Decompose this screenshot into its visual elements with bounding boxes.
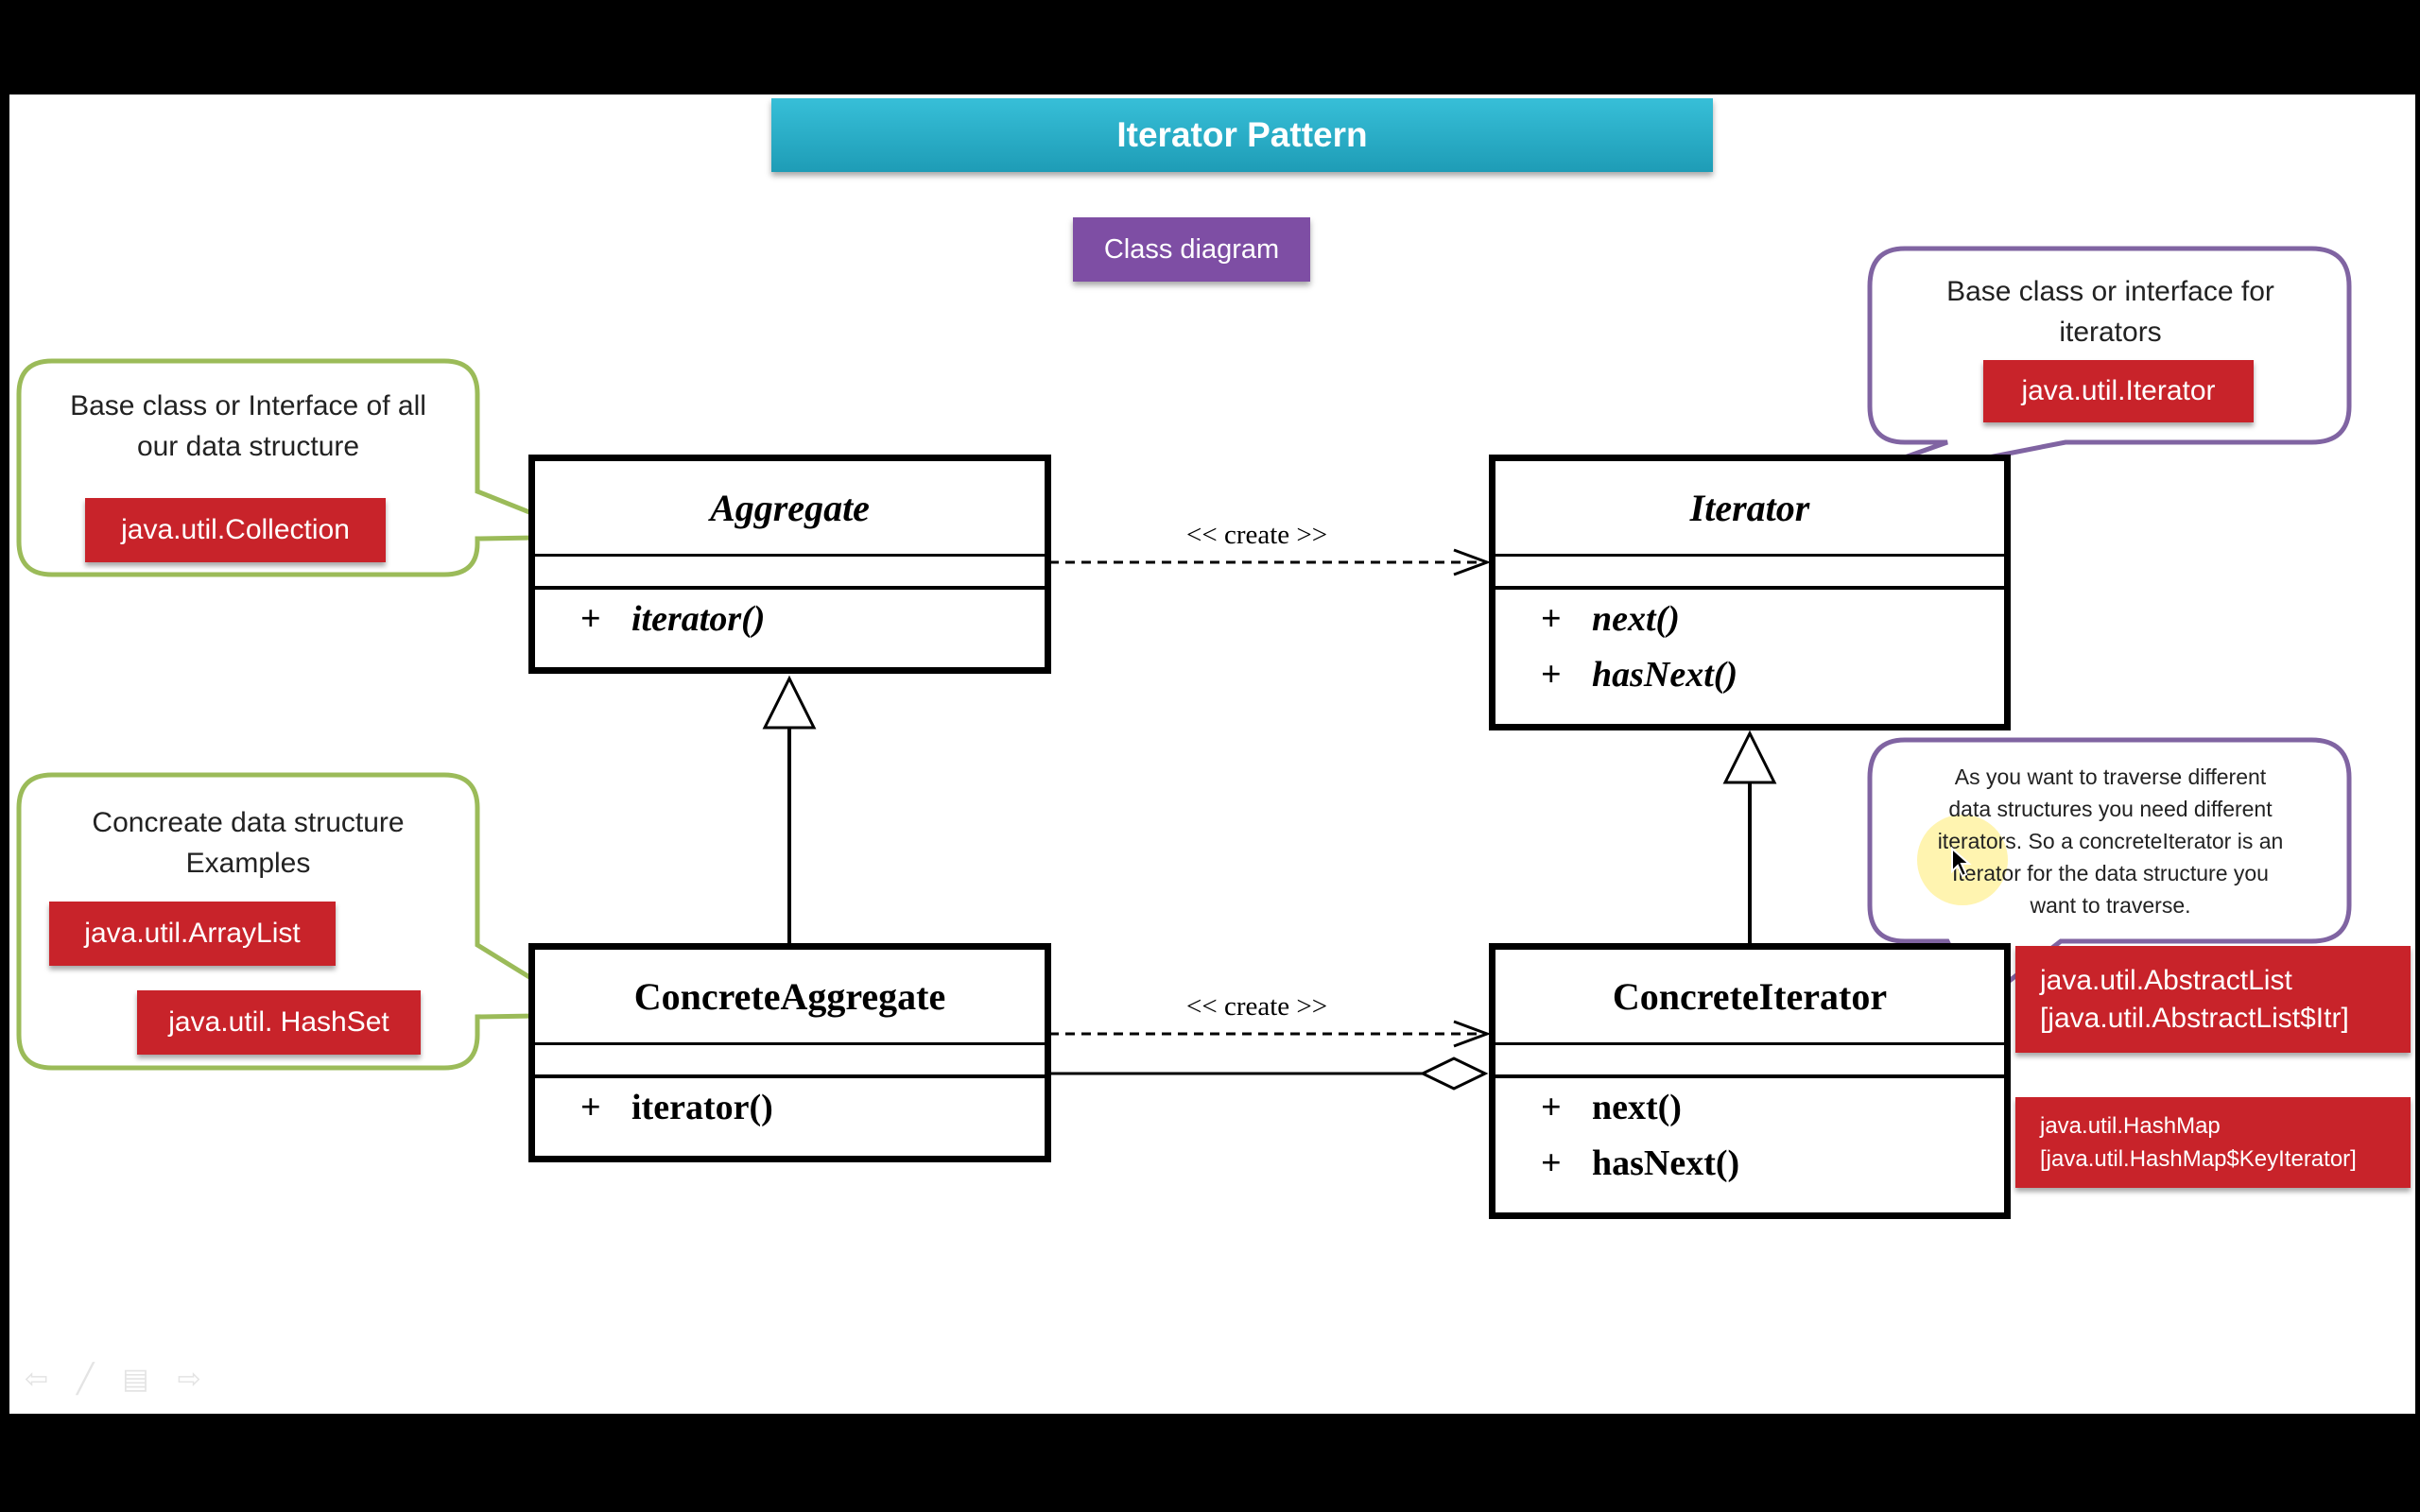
method-name: hasNext(): [1592, 1143, 1740, 1183]
tag-line: [java.util.HashMap$KeyIterator]: [2040, 1146, 2357, 1172]
iterator-note-text: Base class or interface for iterators: [1881, 271, 2340, 352]
note-line: iterators. So a concreteIterator is an: [1937, 829, 2284, 853]
divider: [535, 1074, 1045, 1078]
class-iterator[interactable]: Iterator + next() + hasNext(): [1489, 455, 2011, 730]
tag-java-util-iterator: java.util.Iterator: [1983, 360, 2254, 422]
class-name: ConcreteAggregate: [633, 974, 946, 1018]
note-line: Examples: [185, 848, 311, 879]
class-name: Aggregate: [710, 486, 870, 529]
generalization-triangle-iterator: [1722, 730, 1777, 784]
class-name: Iterator: [1689, 486, 1810, 529]
method-row: + iterator(): [580, 592, 765, 647]
method-row: + hasNext(): [1541, 1136, 1739, 1192]
method-name: next(): [1592, 1088, 1682, 1127]
note-line: Base class or Interface of all: [70, 390, 426, 421]
concrete-iterator-note-text: As you want to traverse different data s…: [1881, 761, 2340, 921]
method-row: + hasNext(): [1541, 647, 1737, 703]
note-line: data structures you need different: [1948, 797, 2273, 821]
create-label-top: << create >>: [1186, 520, 1328, 550]
divider: [535, 554, 1045, 557]
method-list: + iterator(): [580, 1080, 773, 1136]
class-concrete-aggregate[interactable]: ConcreteAggregate + iterator(): [528, 943, 1051, 1162]
class-aggregate[interactable]: Aggregate + iterator(): [528, 455, 1051, 674]
generalization-triangle-aggregate: [762, 675, 817, 730]
note-line: Concreate data structure: [92, 807, 405, 838]
method-list: + iterator(): [580, 592, 765, 647]
tag-java-util-hashmap: java.util.HashMap [java.util.HashMap$Key…: [2015, 1097, 2411, 1188]
prev-arrow-icon[interactable]: ⇦: [25, 1364, 78, 1395]
divider: [535, 1042, 1045, 1045]
method-row: + next(): [1541, 1080, 1739, 1136]
slide-nav: ⇦╱▤⇨: [25, 1363, 230, 1396]
tag-line: java.util.AbstractList: [2040, 964, 2292, 996]
note-line: Base class or interface for: [1946, 276, 2274, 307]
note-line: As you want to traverse different: [1954, 765, 2267, 789]
method-name: iterator(): [631, 1088, 773, 1127]
menu-icon[interactable]: ▤: [122, 1364, 178, 1395]
divider: [1495, 554, 2004, 557]
public-icon: +: [1541, 1143, 1562, 1183]
subtitle-badge: Class diagram: [1073, 217, 1310, 282]
tag-line: java.util.HashMap: [2040, 1113, 2221, 1139]
tag-java-util-arraylist: java.util.ArrayList: [49, 902, 336, 966]
public-icon: +: [580, 599, 601, 639]
public-icon: +: [1541, 1088, 1562, 1127]
divider: [1495, 1074, 2004, 1078]
tag-java-util-collection: java.util.Collection: [85, 498, 386, 562]
method-row: + next(): [1541, 592, 1737, 647]
method-row: + iterator(): [580, 1080, 773, 1136]
create-label-bottom: << create >>: [1186, 991, 1328, 1022]
note-line: want to traverse.: [2030, 893, 2191, 918]
pen-icon[interactable]: ╱: [77, 1364, 123, 1395]
tag-java-util-hashset: java.util. HashSet: [137, 990, 421, 1055]
divider: [1495, 586, 2004, 590]
tag-line: [java.util.AbstractList$Itr]: [2040, 1002, 2349, 1034]
tag-java-util-abstractlist: java.util.AbstractList [java.util.Abstra…: [2015, 946, 2411, 1053]
note-line: iterators: [2059, 317, 2162, 348]
public-icon: +: [580, 1088, 601, 1127]
method-list: + next() + hasNext(): [1541, 592, 1737, 703]
aggregate-note-text: Base class or Interface of all our data …: [28, 386, 468, 467]
aggregation-diamond: [1419, 1057, 1489, 1091]
divider: [535, 586, 1045, 590]
mouse-cursor-icon: [1951, 847, 1972, 878]
method-name: next(): [1592, 599, 1680, 639]
method-name: iterator(): [631, 599, 766, 639]
concrete-aggregate-note-text: Concreate data structure Examples: [28, 802, 468, 884]
method-list: + next() + hasNext(): [1541, 1080, 1739, 1192]
note-line: Iterator for the data structure you: [1952, 861, 2269, 885]
public-icon: +: [1541, 599, 1562, 639]
next-arrow-icon[interactable]: ⇨: [177, 1364, 230, 1395]
class-concrete-iterator[interactable]: ConcreteIterator + next() + hasNext(): [1489, 943, 2011, 1219]
page-title: Iterator Pattern: [771, 98, 1713, 172]
class-name: ConcreteIterator: [1612, 974, 1888, 1018]
note-line: our data structure: [136, 431, 360, 462]
method-name: hasNext(): [1592, 655, 1738, 695]
divider: [1495, 1042, 2004, 1045]
public-icon: +: [1541, 655, 1562, 695]
